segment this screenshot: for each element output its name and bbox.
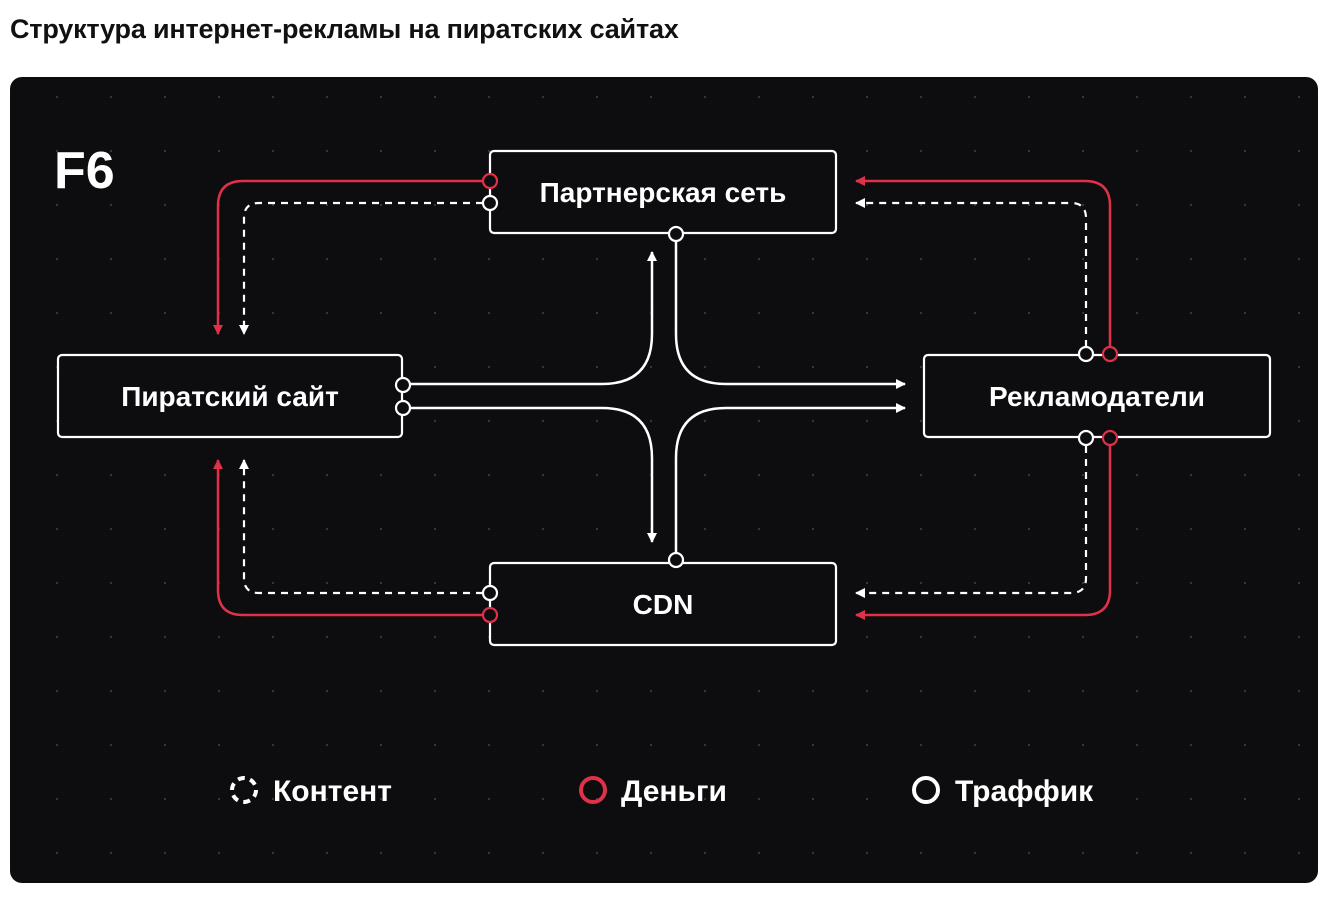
port-advertisers-money-top: [1101, 345, 1119, 363]
port-advertisers-content-top: [1077, 345, 1095, 363]
money-edges: [213, 176, 1112, 620]
content-edge-cdn-to-pirate: [239, 459, 483, 595]
port-pirate-traffic-bottom: [394, 399, 412, 417]
connector-ports: [394, 172, 1119, 624]
traffic-edge-cdn-to-advertisers: [674, 403, 906, 552]
node-labels: Партнерская сеть Пиратский сайт Рекламод…: [121, 177, 1205, 620]
traffic-edge-pirate-to-cdn: [410, 406, 657, 543]
money-edge-partner-to-pirate: [213, 179, 483, 335]
node-pirate-site[interactable]: [56, 353, 404, 439]
node-partner-network[interactable]: [488, 149, 838, 235]
traffic-edge-partner-to-advertisers: [674, 242, 906, 389]
port-partner-content: [481, 194, 499, 212]
node-partner-network-label: Партнерская сеть: [540, 177, 787, 208]
node-advertisers[interactable]: [922, 353, 1272, 439]
node-pirate-site-label: Пиратский сайт: [121, 381, 339, 412]
diagram-panel: F6 Парт: [10, 77, 1318, 883]
port-advertisers-money-bottom: [1101, 429, 1119, 447]
flow-diagram: F6 Парт: [10, 77, 1318, 883]
legend-content-label: Контент: [273, 775, 392, 808]
money-edge-cdn-to-pirate: [213, 459, 483, 617]
port-cdn-money: [481, 606, 499, 624]
content-edges: [239, 198, 1088, 598]
traffic-edges: [410, 242, 906, 552]
legend-money-label: Деньги: [621, 775, 727, 808]
port-pirate-traffic-top: [394, 376, 412, 394]
legend-traffic-label: Траффик: [955, 775, 1094, 808]
traffic-legend-icon: [912, 776, 940, 804]
node-advertisers-label: Рекламодатели: [989, 381, 1205, 412]
content-legend-icon: [230, 776, 258, 804]
port-advertisers-content-bottom: [1077, 429, 1095, 447]
money-edge-advertisers-to-partner: [855, 176, 1112, 347]
money-legend-icon: [579, 776, 607, 804]
node-cdn-label: CDN: [633, 589, 694, 620]
money-edge-advertisers-to-cdn: [855, 446, 1112, 620]
port-partner-money: [481, 172, 499, 190]
content-edge-partner-to-pirate: [239, 201, 483, 335]
node-cdn[interactable]: [488, 561, 838, 647]
page-title: Структура интернет-рекламы на пиратских …: [10, 14, 679, 44]
traffic-edge-pirate-to-partner: [410, 251, 657, 386]
port-cdn-content: [481, 584, 499, 602]
content-edge-advertisers-to-cdn: [855, 446, 1088, 598]
legend: Контент Деньги Траффик: [230, 775, 1094, 808]
node-boxes: [56, 149, 1272, 647]
f6-logo: F6: [54, 142, 115, 200]
port-cdn-traffic: [667, 551, 685, 569]
port-partner-traffic: [667, 225, 685, 243]
